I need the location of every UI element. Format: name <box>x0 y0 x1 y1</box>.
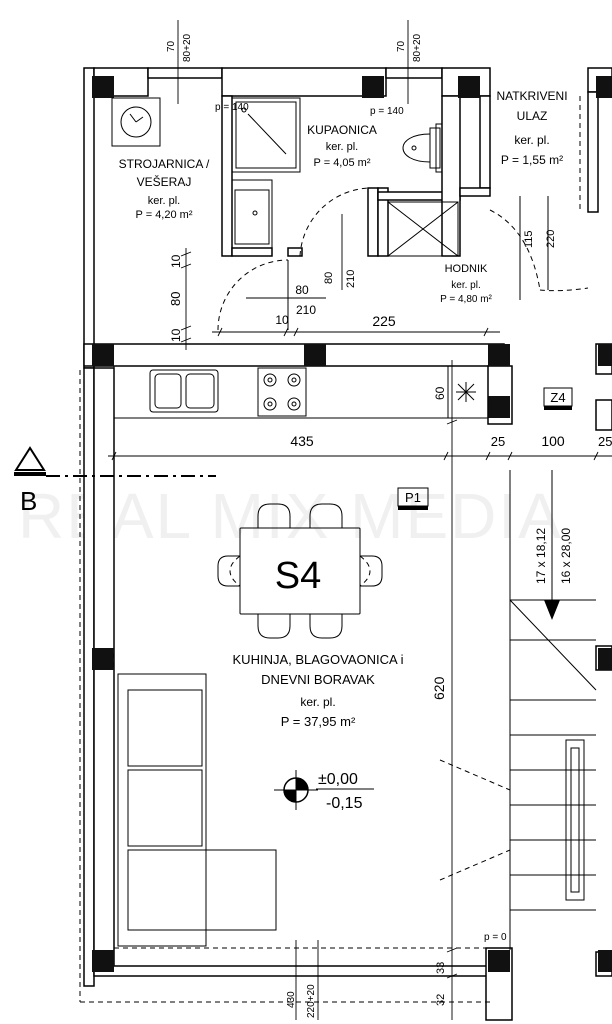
dim-sill1: p = 140 <box>215 102 249 113</box>
dim-sill-p0: p = 0 <box>484 932 507 943</box>
room-laundry-floor: ker. pl. <box>148 195 180 207</box>
apartment-label: S4 <box>275 555 321 597</box>
room-entrance-floor: ker. pl. <box>514 133 549 147</box>
dim-v32: 32 <box>435 994 447 1006</box>
washing-machine <box>111 97 161 147</box>
sofa <box>117 673 277 947</box>
dim-door3-w: 115 <box>523 230 535 248</box>
room-hallway-floor: ker. pl. <box>451 280 480 291</box>
section-marker-label: B <box>20 486 37 516</box>
room-bathroom-floor: ker. pl. <box>326 141 358 153</box>
room-entrance-name2: ULAZ <box>517 109 548 123</box>
dim-win1-width: 70 <box>166 40 177 52</box>
room-living-name2: DNEVNI BORAVAK <box>261 672 375 687</box>
dim-v80: 80 <box>168 292 183 306</box>
dim-h10: 10 <box>275 313 289 327</box>
dim-stairs1: 17 x 18,12 <box>534 528 548 584</box>
room-bathroom-name: KUPAONICA <box>307 123 377 137</box>
room-laundry-name1: STROJARNICA / <box>119 157 210 171</box>
room-living-floor: ker. pl. <box>300 695 335 709</box>
level-upper: ±0,00 <box>318 771 358 788</box>
dim-h435: 435 <box>290 433 314 449</box>
room-laundry-name2: VEŠERAJ <box>137 174 192 189</box>
room-entrance-area: P = 1,55 m² <box>501 153 563 167</box>
room-living-name1: KUHINJA, BLAGOVAONICA i <box>233 652 404 667</box>
room-laundry-area: P = 4,20 m² <box>136 209 193 221</box>
room-hallway-name: HODNIK <box>445 263 488 275</box>
tag-p1-label: P1 <box>405 490 421 505</box>
dim-h25a: 25 <box>491 434 505 449</box>
dim-h225: 225 <box>372 313 396 329</box>
dim-h100: 100 <box>541 433 565 449</box>
shower-hallway <box>387 201 459 257</box>
dimension-lines <box>108 20 612 1020</box>
dining-table <box>217 503 383 639</box>
dim-sill2: p = 140 <box>370 106 404 117</box>
cooktop <box>257 367 307 417</box>
room-living-area: P = 37,95 m² <box>281 714 356 729</box>
room-entrance-name1: NATKRIVENI <box>496 89 567 103</box>
dim-door-bottom-w: 430 <box>286 991 297 1008</box>
structural-columns <box>92 76 612 972</box>
dim-v33: 33 <box>435 962 447 974</box>
tag-z4 <box>543 387 573 410</box>
dim-door-bottom-h: 220+20 <box>306 984 317 1018</box>
shower-tray <box>231 97 301 173</box>
dim-door2-h: 210 <box>345 270 357 288</box>
dim-v10b: 10 <box>169 328 183 342</box>
door-swings <box>217 187 589 331</box>
dim-door3-h: 220 <box>545 230 557 248</box>
kitchen-sink <box>149 369 219 413</box>
vent-symbol <box>447 365 489 419</box>
washbasin <box>231 179 273 249</box>
room-hallway-area: P = 4,80 m² <box>440 294 492 305</box>
toilet <box>402 123 443 173</box>
level-marker-icon <box>274 770 374 810</box>
level-lower: -0,15 <box>326 795 363 812</box>
dim-stairs2: 16 x 28,00 <box>559 528 573 584</box>
dim-win2-width: 70 <box>396 40 407 52</box>
dim-v60: 60 <box>433 386 447 400</box>
dim-v620: 620 <box>431 676 447 700</box>
dim-win2-height: 80+20 <box>412 33 423 62</box>
section-marker <box>14 446 216 477</box>
room-bathroom-area: P = 4,05 m² <box>314 157 371 169</box>
dim-win1-height: 80+20 <box>182 33 193 62</box>
tag-z4-label: Z4 <box>550 390 565 405</box>
exterior-outline <box>79 96 581 1003</box>
dim-door1-w: 80 <box>295 283 309 297</box>
tag-p1 <box>397 487 429 510</box>
dim-door2-w: 80 <box>323 272 335 284</box>
dim-h25b: 25 <box>598 434 612 449</box>
dim-door1-h: 210 <box>296 303 316 317</box>
dim-v10a: 10 <box>169 254 183 268</box>
